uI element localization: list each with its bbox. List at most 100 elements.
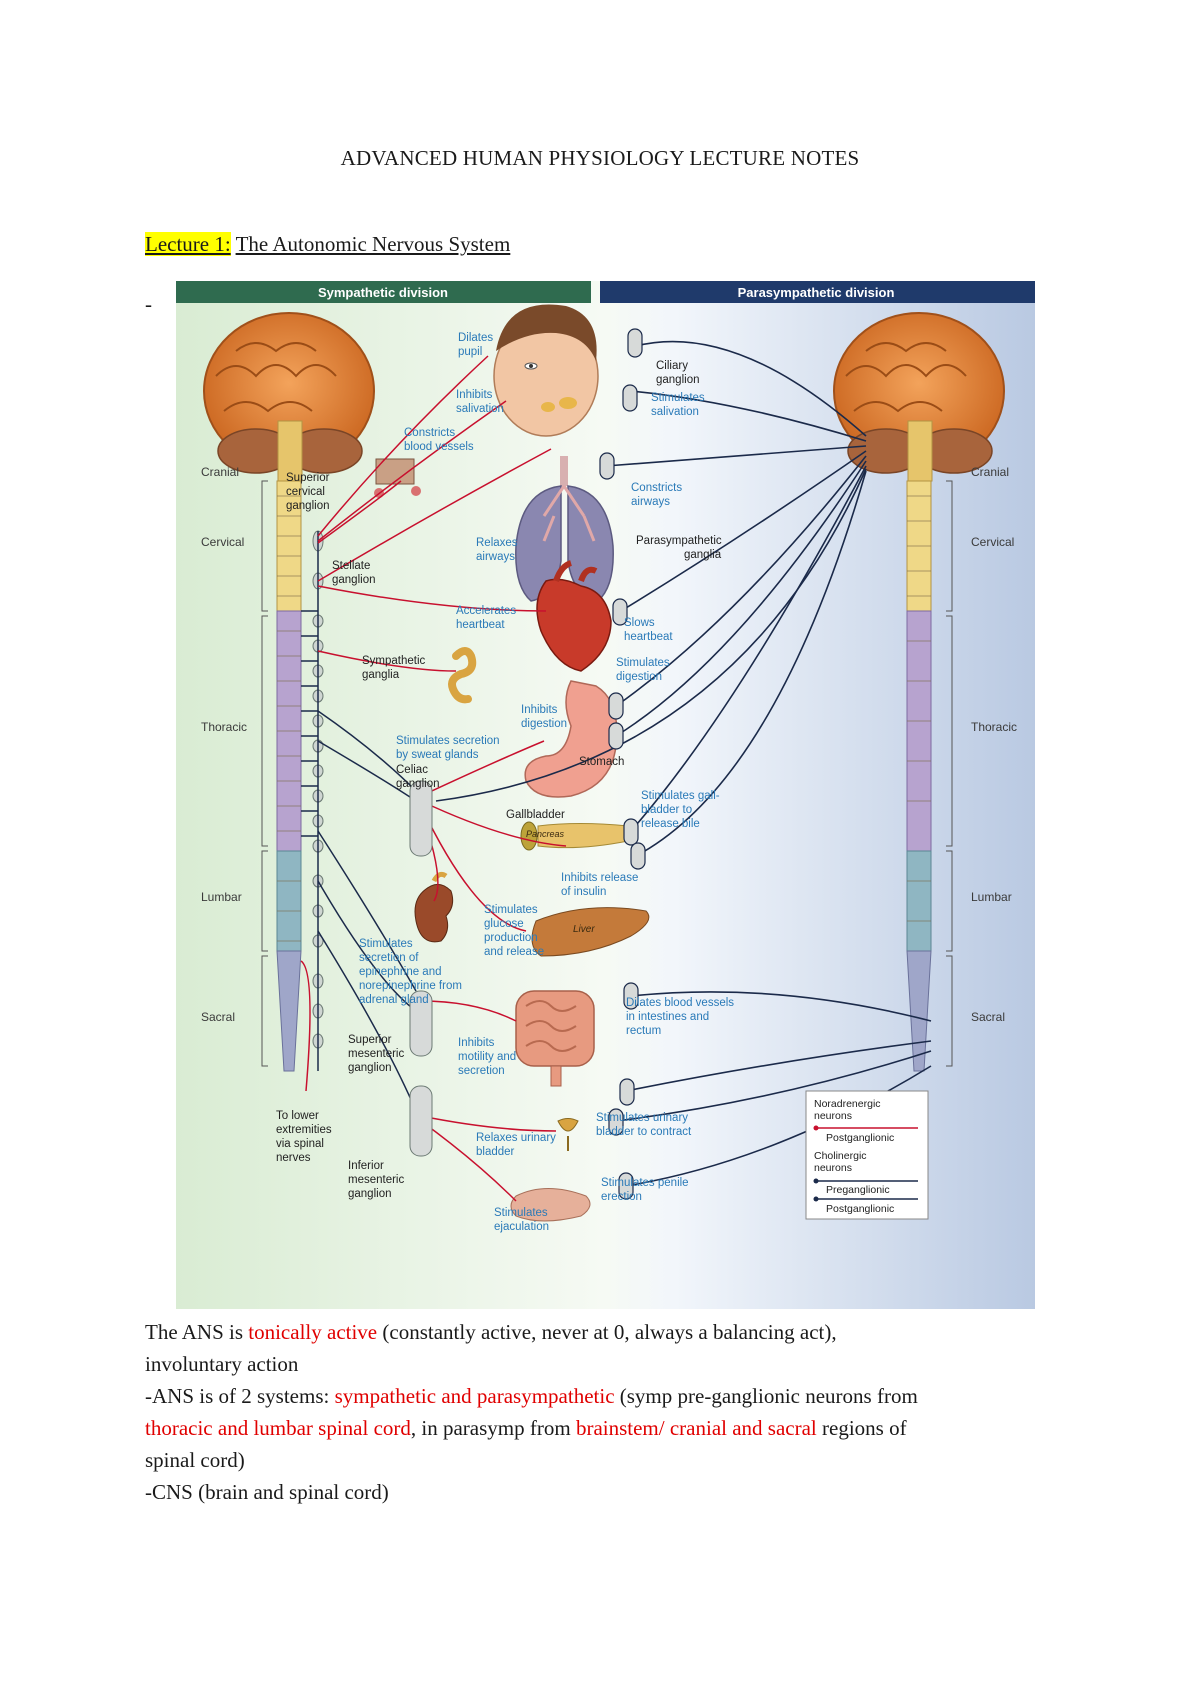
right-region-sacral: Sacral — [971, 1010, 1005, 1024]
paragraph-2-end: spinal cord) — [145, 1444, 1065, 1476]
right-brackets — [946, 480, 953, 1067]
p3-text: -CNS (brain and spinal cord) — [145, 1480, 389, 1504]
left-region-sacral: Sacral — [201, 1010, 235, 1024]
p1-text-c: involuntary action — [145, 1352, 299, 1376]
p1-text-a: The ANS is — [145, 1320, 249, 1344]
lecture-topic: The Autonomic Nervous System — [235, 232, 511, 256]
parasympathetic-header: Parasympathetic division — [738, 285, 895, 300]
left-spinal-cord — [276, 480, 324, 1072]
ans-diagram: Sympathetic division Parasympathetic div… — [176, 281, 1035, 1309]
p2-text-c: , in parasymp from — [410, 1416, 576, 1440]
gallbladder-pancreas-organ — [520, 821, 636, 851]
ans-diagram-svg: Sympathetic division Parasympathetic div… — [176, 281, 1035, 1309]
sympathetic-header-bar — [176, 281, 591, 303]
paragraph-3: -CNS (brain and spinal cord) — [145, 1476, 1065, 1508]
lungs-organ — [515, 456, 614, 602]
intestines-organ — [515, 990, 595, 1087]
p2-text-e: spinal cord) — [145, 1448, 245, 1472]
paragraph-1: The ANS is tonically active (constantly … — [145, 1316, 1065, 1348]
lecture-label: Lecture 1: — [145, 232, 231, 256]
left-region-thoracic: Thoracic — [201, 720, 247, 734]
p2-highlight-2: thoracic and lumbar spinal cord — [145, 1416, 411, 1440]
svg-text:Preganglionic: Preganglionic — [826, 1184, 890, 1196]
right-region-cervical: Cervical — [971, 535, 1014, 549]
parasympathetic-header-bar — [600, 281, 1035, 303]
left-brackets — [261, 480, 268, 1067]
sweat-gland-organ — [448, 647, 477, 704]
right-brain — [833, 312, 1005, 482]
svg-text:Postganglionic: Postganglionic — [826, 1203, 894, 1215]
svg-text:Postganglionic: Postganglionic — [826, 1132, 894, 1144]
parasympathetic-ganglia-shapes — [599, 328, 646, 1200]
lecture-heading: Lecture 1: The Autonomic Nervous System — [145, 232, 510, 257]
svg-text:Gallbladder: Gallbladder — [506, 809, 565, 821]
left-region-lumbar: Lumbar — [201, 890, 242, 904]
p2-text-a: -ANS is of 2 systems: — [145, 1384, 335, 1408]
left-region-cranial: Cranial — [201, 465, 239, 479]
kidney-organ — [414, 871, 454, 943]
left-region-labels: Cranial Cervical Thoracic Lumbar Sacral — [201, 465, 247, 1024]
paragraph-2-cont: thoracic and lumbar spinal cord, in para… — [145, 1412, 1065, 1444]
p2-highlight-3: brainstem/ cranial and sacral — [575, 1416, 817, 1440]
reproductive-organ — [510, 1188, 591, 1222]
p2-highlight-1: sympathetic and parasympathetic — [334, 1384, 615, 1408]
paragraph-2: -ANS is of 2 systems: sympathetic and pa… — [145, 1380, 1065, 1412]
lecture-body: The ANS is tonically active (constantly … — [145, 1316, 1065, 1508]
superior-mesenteric-ganglion-shape — [409, 990, 433, 1057]
collateral-ganglia — [409, 780, 433, 1157]
head-organ — [493, 304, 599, 437]
right-region-lumbar: Lumbar — [971, 890, 1012, 904]
right-region-cranial: Cranial — [971, 465, 1009, 479]
parasympathetic-nerves — [435, 340, 932, 1187]
svg-text:Pancreas: Pancreas — [526, 829, 565, 839]
heart-organ — [536, 560, 612, 672]
paragraph-1-cont: involuntary action — [145, 1348, 1065, 1380]
p1-highlight: tonically active — [248, 1320, 378, 1344]
p1-text-b: (constantly active, never at 0, always a… — [377, 1320, 837, 1344]
celiac-ganglion-shape — [409, 780, 433, 857]
bullet-dash: - — [145, 292, 152, 316]
sympathetic-preganglionic — [301, 610, 417, 1112]
document-title: ADVANCED HUMAN PHYSIOLOGY LECTURE NOTES — [340, 146, 860, 170]
right-region-thoracic: Thoracic — [971, 720, 1017, 734]
left-region-cervical: Cervical — [201, 535, 244, 549]
liver-organ — [531, 907, 650, 957]
svg-text:Stomach: Stomach — [579, 756, 624, 768]
inferior-mesenteric-ganglion-shape — [409, 1085, 433, 1157]
